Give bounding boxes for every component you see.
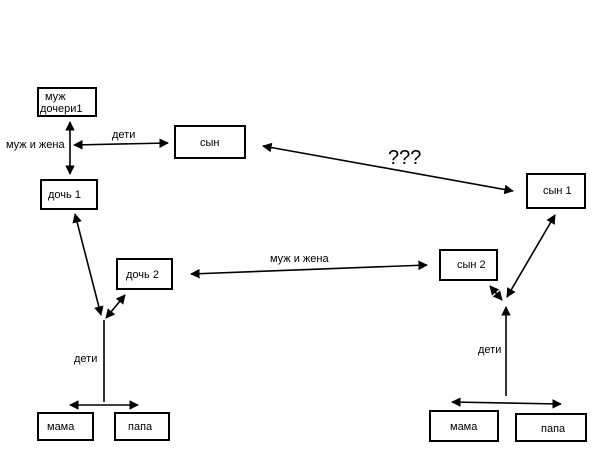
node-son2: сын 2 <box>439 249 498 281</box>
edge-label-husband-wife-top: муж и жена <box>6 139 65 151</box>
edge-label-children-left: дети <box>74 353 97 365</box>
node-husband-of-daughter-line1: муж <box>45 91 66 103</box>
node-son1-label: сын 1 <box>543 185 572 197</box>
edge-label-husband-wife-middle: муж и жена <box>270 253 329 265</box>
arrow-son1-parents <box>506 214 556 298</box>
node-husband-of-daughter-line2: дочери1 <box>40 103 83 115</box>
node-husband-of-daughter: муж дочери1 <box>37 87 97 117</box>
arrow-daughter2-parents <box>105 294 126 319</box>
node-mom-right: мама <box>429 410 499 442</box>
node-son2-label: сын 2 <box>457 259 486 271</box>
node-daughter2-label: дочь 2 <box>126 269 159 281</box>
arrow-son2-parents <box>489 285 503 301</box>
node-mom-right-label: мама <box>450 421 478 433</box>
node-son: сын <box>174 125 246 159</box>
node-mom-left-label: мама <box>47 421 75 433</box>
node-daughter1-label: дочь 1 <box>48 189 81 201</box>
node-son-label: сын <box>200 137 219 149</box>
arrow-daughter1-parents <box>72 213 104 316</box>
node-daughter1: дочь 1 <box>40 179 98 210</box>
node-dad-left: папа <box>114 412 170 441</box>
arrow-daughter2-son2 <box>190 260 428 279</box>
node-dad-left-label: папа <box>128 421 153 433</box>
edge-label-question: ??? <box>388 147 421 169</box>
arrow-son-son1 <box>262 142 514 195</box>
arrow-children-top <box>73 138 169 150</box>
node-son1: сын 1 <box>526 173 586 209</box>
node-daughter2: дочь 2 <box>116 258 173 290</box>
edge-label-children-right: дети <box>478 344 501 356</box>
node-mom-left: мама <box>37 412 94 441</box>
arrow-right-parents <box>451 397 562 409</box>
node-dad-right-label: папа <box>541 423 566 435</box>
node-dad-right: папа <box>515 413 587 442</box>
edge-label-children-top: дети <box>112 129 135 141</box>
